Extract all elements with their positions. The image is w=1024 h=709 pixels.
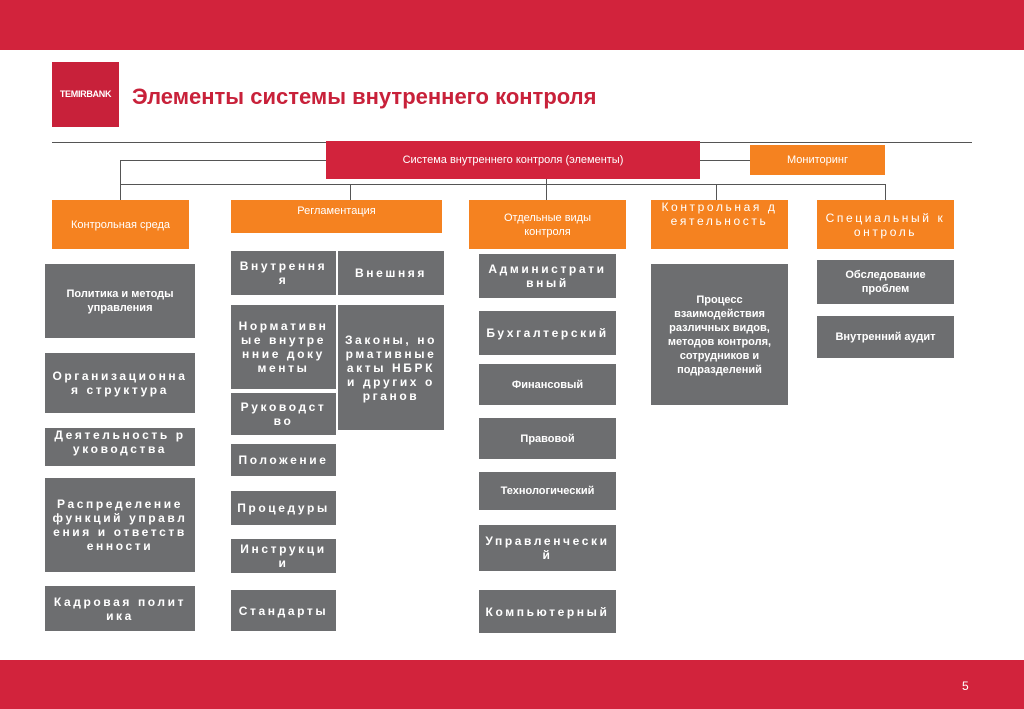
- category-label: Контрольная среда: [70, 218, 171, 231]
- root-label: Система внутреннего контроля (элементы): [402, 154, 624, 166]
- regulation-internal-item: Руководство: [231, 393, 336, 435]
- control-environment-item: Кадровая политика: [45, 586, 195, 631]
- control-type-item: Административный: [479, 254, 616, 298]
- control-environment-item: Распределение функций управления и ответ…: [45, 478, 195, 572]
- regulation-internal-item: Нормативные внутренние документы: [231, 305, 336, 389]
- monitoring-label: Мониторинг: [786, 154, 848, 166]
- connector: [885, 184, 886, 200]
- top-band: [0, 0, 1024, 50]
- control-type-item: Бухгалтерский: [479, 311, 616, 355]
- slide-title: Элементы системы внутреннего контроля: [132, 84, 597, 109]
- special-control-item: Обследование проблем: [817, 260, 954, 304]
- control-activity-item: Процесс взаимодействия различных видов, …: [651, 264, 788, 405]
- control-environment-item: Организационная структура: [45, 353, 195, 413]
- regulation-external-item: Законы, нормативные акты НБРК и других о…: [338, 305, 444, 430]
- connector: [120, 160, 121, 200]
- category-label: Специальный контроль: [825, 210, 946, 239]
- category-control-types: Отдельные виды контроля: [469, 200, 626, 249]
- category-label: Контрольная деятельность: [661, 200, 778, 228]
- category-control-environment: Контрольная среда: [52, 200, 189, 249]
- special-control-item: Внутренний аудит: [817, 316, 954, 358]
- connector: [716, 184, 717, 200]
- connector: [350, 184, 351, 200]
- connector: [120, 160, 326, 161]
- regulation-external: Внешняя: [338, 251, 444, 295]
- connector: [546, 179, 547, 200]
- regulation-internal: Внутренняя: [231, 251, 336, 295]
- category-control-activity: Контрольная деятельность: [651, 200, 788, 249]
- category-label: Регламентация: [297, 205, 376, 217]
- control-type-item: Компьютерный: [479, 590, 616, 633]
- category-regulation: Регламентация: [231, 200, 442, 233]
- control-type-item: Правовой: [479, 418, 616, 459]
- regulation-internal-item: Стандарты: [231, 590, 336, 631]
- connector: [120, 184, 886, 185]
- bottom-band: [0, 660, 1024, 709]
- page-number: 5: [962, 679, 969, 693]
- logo-text: TEMIRBANK: [59, 89, 112, 99]
- control-environment-item: Деятельность руководства: [45, 428, 195, 466]
- control-environment-item: Политика и методы управления: [45, 264, 195, 338]
- monitoring-box: Мониторинг: [750, 145, 885, 175]
- connector: [700, 160, 750, 161]
- regulation-internal-item: Инструкции: [231, 539, 336, 573]
- control-type-item: Управленческий: [479, 525, 616, 571]
- category-label: Отдельные виды контроля: [503, 211, 592, 238]
- temirbank-logo: TEMIRBANK: [52, 62, 119, 127]
- control-type-item: Финансовый: [479, 364, 616, 405]
- regulation-internal-item: Процедуры: [231, 491, 336, 525]
- root-node: Система внутреннего контроля (элементы): [326, 141, 700, 179]
- category-special-control: Специальный контроль: [817, 200, 954, 249]
- regulation-internal-item: Положение: [231, 444, 336, 476]
- control-type-item: Технологический: [479, 472, 616, 510]
